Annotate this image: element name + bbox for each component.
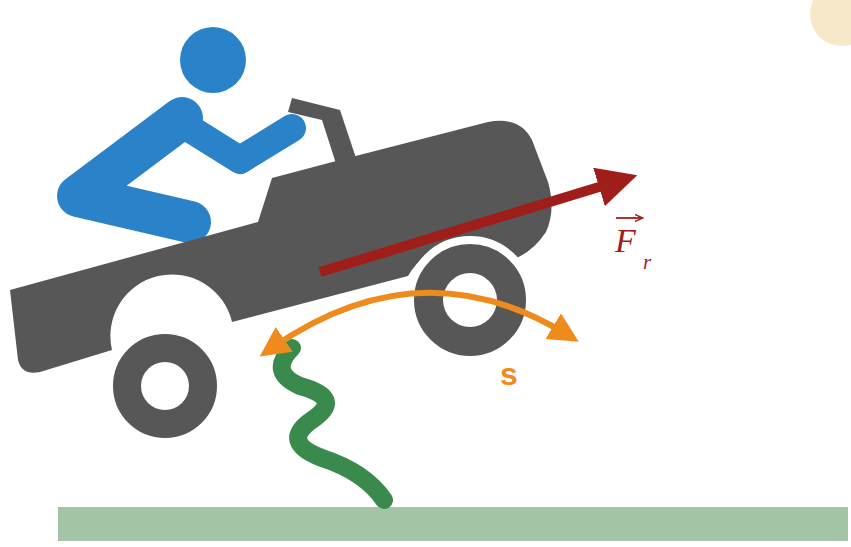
rider xyxy=(78,27,292,222)
displacement-label: s xyxy=(500,358,518,390)
spring-squiggle xyxy=(282,348,384,500)
vector-arrow-symbol xyxy=(616,217,642,219)
ground-bar xyxy=(58,507,848,541)
displacement-arc xyxy=(272,293,566,348)
vehicle xyxy=(10,98,552,442)
force-subscript: r xyxy=(643,252,651,273)
force-symbol: F xyxy=(615,224,636,258)
corner-circle xyxy=(810,0,851,46)
force-arrow xyxy=(320,180,622,272)
